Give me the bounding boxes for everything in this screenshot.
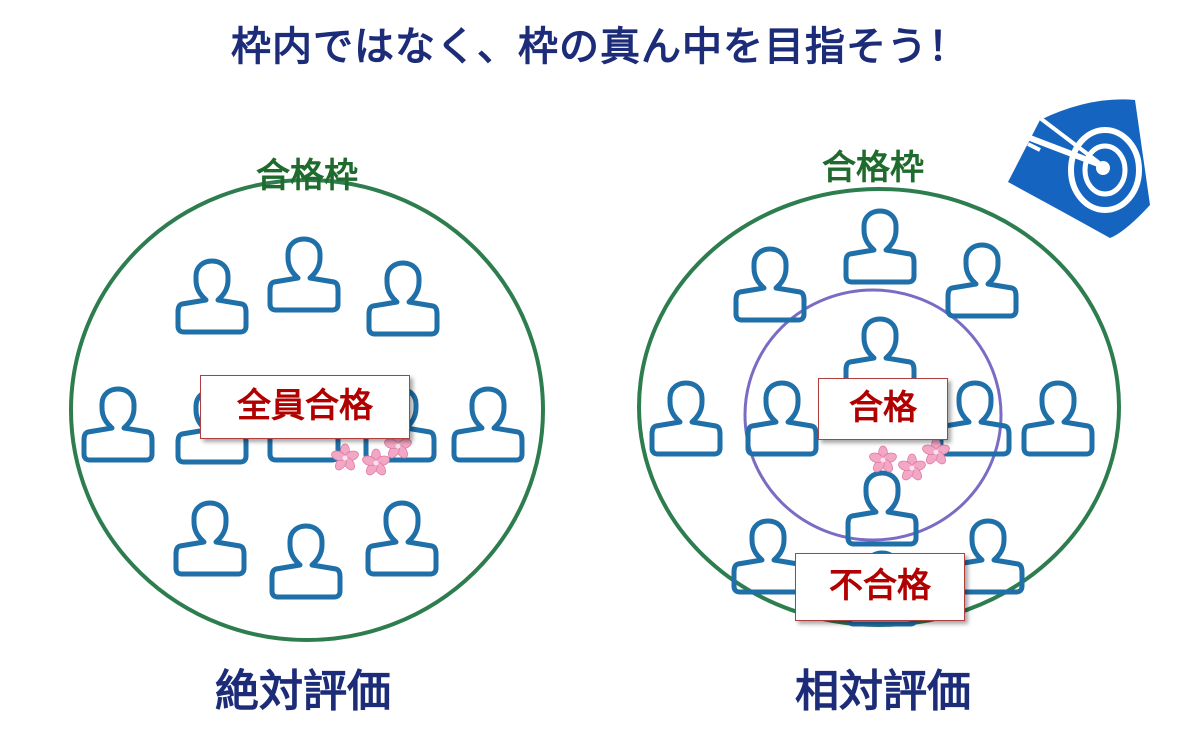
relative-eval-label: 相対評価 (795, 666, 971, 717)
person-icon (369, 263, 437, 334)
person-icon (1024, 383, 1092, 454)
target-arrow-icon (1008, 99, 1150, 238)
right-inner-circle (743, 288, 1003, 542)
person-icon (270, 239, 338, 310)
person-icon (84, 389, 152, 460)
left-frame-circle (69, 178, 545, 642)
person-icon (734, 521, 802, 592)
person-icon (176, 503, 244, 574)
fail-label: 不合格 (829, 566, 931, 606)
left-frame-label: 合格枠 (256, 156, 358, 196)
person-icon (736, 249, 804, 320)
person-icon (748, 383, 816, 454)
right-pass-box: 合格 (818, 378, 948, 440)
person-icon (846, 211, 914, 282)
person-icon (848, 473, 916, 544)
all-pass-label: 全員合格 (237, 386, 373, 426)
page-title: 枠内ではなく、枠の真ん中を目指そう！ (231, 24, 969, 70)
absolute-eval-label: 絶対評価 (215, 666, 391, 717)
left-all-pass-box: 全員合格 (200, 375, 410, 439)
sakura-icon (920, 437, 952, 467)
right-frame-label: 合格枠 (822, 148, 924, 188)
person-icon (272, 526, 340, 597)
sakura-icon (867, 445, 899, 475)
right-fail-box: 不合格 (795, 553, 965, 621)
person-icon (652, 383, 720, 454)
sakura-icon (896, 453, 928, 483)
sakura-icon (329, 443, 361, 473)
person-icon (178, 261, 246, 332)
person-icon (368, 503, 436, 574)
person-icon (948, 245, 1016, 316)
pass-label: 合格 (849, 388, 917, 428)
person-icon (454, 389, 522, 460)
